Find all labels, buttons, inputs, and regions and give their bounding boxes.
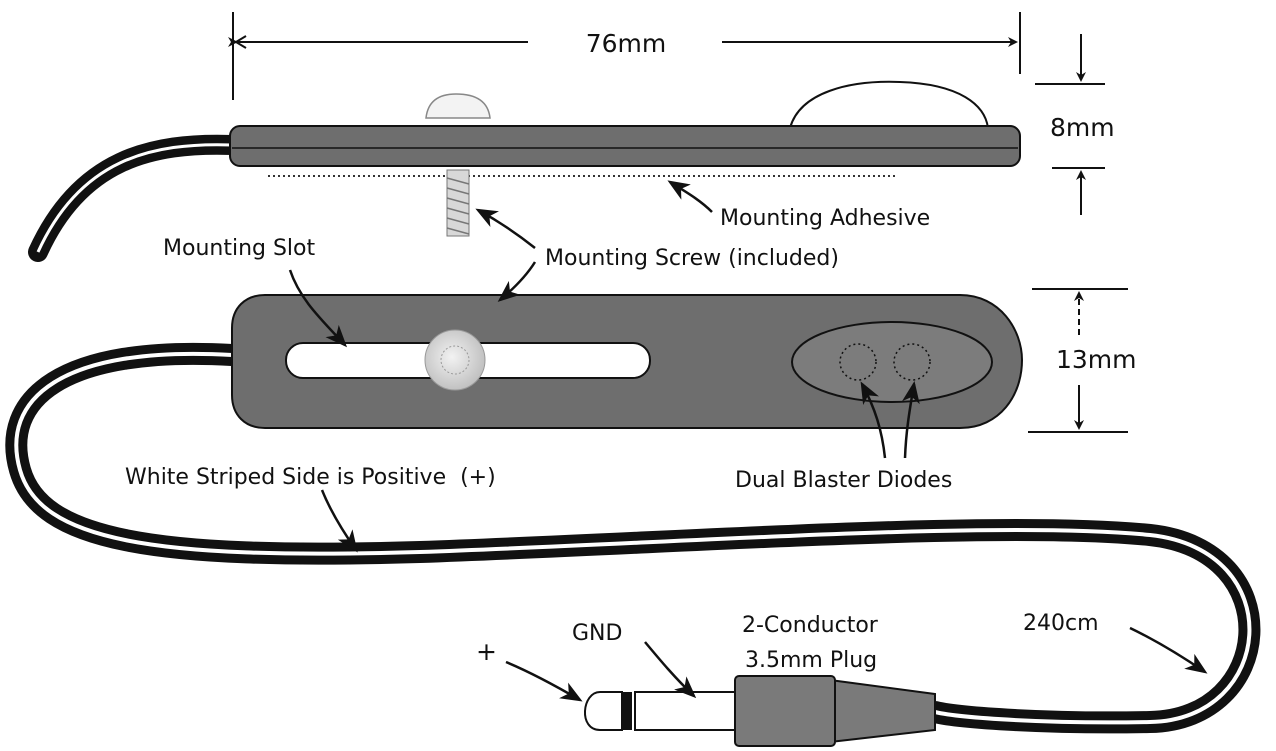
plug-insulator (622, 692, 632, 730)
width-dimension: 13mm (1028, 288, 1137, 433)
plug (584, 675, 936, 747)
arrow-screw-top (497, 261, 537, 302)
side-view-bar (229, 125, 1021, 167)
plug-tip (584, 691, 623, 731)
arrow-diode-left (860, 381, 887, 459)
length-label: 76mm (586, 29, 667, 58)
arrow-plus (505, 660, 583, 702)
plus-label: + (476, 637, 497, 666)
diode-right (893, 343, 931, 381)
mounting-adhesive-label: Mounting Adhesive (720, 206, 930, 231)
screw-shaft (446, 169, 470, 237)
plug-body (734, 675, 836, 747)
side-view (229, 80, 1021, 237)
plug-label-line1: 2-Conductor (742, 613, 879, 638)
labels: Mounting Adhesive Mounting Screw (includ… (125, 206, 1099, 673)
arrow-cable-length (1129, 626, 1208, 674)
plug-sleeve (634, 691, 736, 731)
arrow-adhesive (667, 180, 713, 213)
plug-boot (829, 678, 936, 744)
width-label: 13mm (1056, 345, 1137, 374)
arrow-diode-right (901, 381, 920, 459)
callout-arrows (288, 180, 1208, 702)
mounting-screw-label: Mounting Screw (included) (545, 246, 839, 271)
arrow-screw-side (475, 208, 536, 249)
diode-dome (789, 80, 989, 129)
length-dimension: 76mm (228, 12, 1021, 100)
arrow-slot (288, 269, 348, 348)
dual-diodes-label: Dual Blaster Diodes (735, 468, 952, 493)
cable-length-label: 240cm (1023, 611, 1099, 636)
top-view (231, 294, 1024, 429)
plug-label-line2: 3.5mm Plug (745, 648, 877, 673)
diode-left (839, 343, 877, 381)
arrow-stripe (320, 489, 358, 553)
thickness-label: 8mm (1050, 113, 1115, 142)
thickness-dimension: 8mm (1035, 34, 1115, 215)
gnd-label: GND (572, 621, 622, 646)
arrow-gnd (644, 641, 697, 699)
diode-window (791, 321, 993, 403)
white-stripe-label: White Striped Side is Positive (+) (125, 465, 496, 490)
mounting-slot-label: Mounting Slot (163, 236, 316, 261)
screw-head-side (425, 93, 491, 119)
cable (5, 134, 1261, 734)
screw-head-top (424, 329, 486, 391)
